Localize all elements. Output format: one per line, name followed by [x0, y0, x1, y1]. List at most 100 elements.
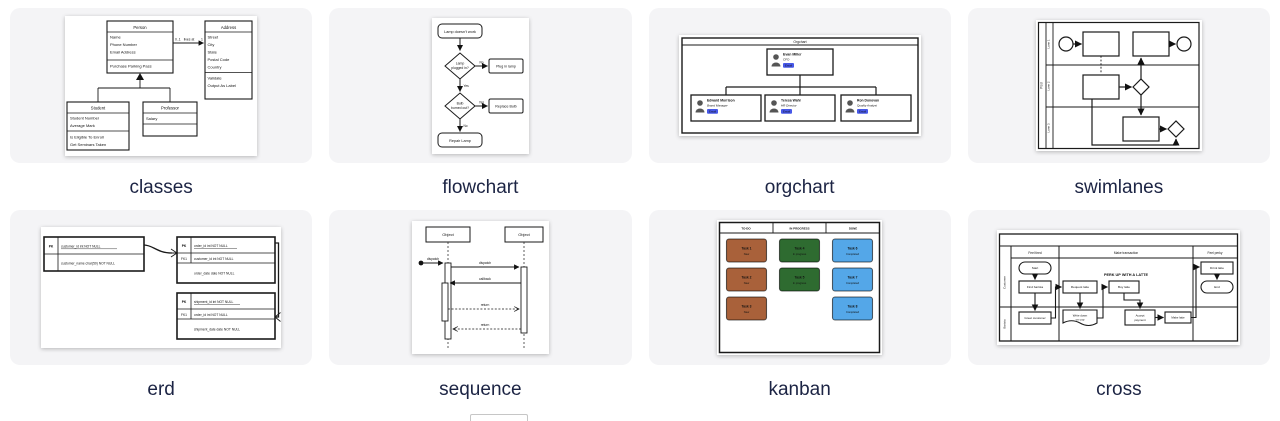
column-def: order_id int NOT NULL: [194, 313, 228, 317]
email-link[interactable]: [780, 109, 792, 114]
lane-label: Lane 2: [1046, 81, 1050, 91]
task-status: Completed: [846, 252, 860, 256]
org-connectors: [725, 75, 877, 95]
erd-thumbnail: PK customer_id int NOT NULL customer_nam…: [41, 227, 282, 348]
erd-connectors: [144, 242, 281, 322]
card-swimlanes[interactable]: Pool Lane 1 Lane 2 Lane 3: [967, 8, 1270, 200]
node-label: Greet customer: [1025, 316, 1046, 320]
kanban-card[interactable]: [832, 296, 874, 321]
action2-label: Replace Bulb: [495, 104, 516, 108]
address-title: Address: [221, 24, 236, 29]
kanban-card[interactable]: [832, 238, 874, 263]
kanban-thumbnail: TO-DO IN PROGRESS DONE Task 1 New Task: [717, 220, 883, 355]
end-event: [1176, 36, 1192, 52]
address-class-box: Address Street City State Postal Code Co…: [204, 19, 253, 100]
lifeline-head: [425, 226, 471, 243]
column-def: customer_id int NOT NULL: [61, 245, 101, 249]
email-link[interactable]: [706, 109, 718, 114]
node-label: payment: [1135, 318, 1146, 322]
node-label: Drink latte: [1210, 266, 1224, 270]
address-attr: City: [208, 42, 215, 47]
erd-table-shipment: PK shipment_id int NOT NULL FK1 order_id…: [176, 292, 276, 340]
kanban-card[interactable]: [779, 267, 821, 292]
card-label-kanban: kanban: [768, 379, 831, 400]
end-node: [1200, 280, 1234, 294]
student-attr: Average Mark: [70, 123, 95, 128]
gateway-node: [1132, 78, 1150, 96]
gateway-node: [1167, 120, 1185, 138]
person-title: Person: [133, 24, 147, 29]
end-node: [437, 132, 483, 147]
decision2-label: burned out?: [451, 106, 469, 110]
person-class-box: Person Name Phone Number Email Address P…: [106, 19, 174, 74]
decision1-label: Lamp: [456, 61, 465, 65]
diagram-gallery: 0..1 lives at 1 Person Name Phone Number…: [10, 8, 1270, 402]
address-method: Output As Label: [208, 83, 237, 88]
lane-label: Barista: [1003, 319, 1007, 329]
card-label-flowchart: flowchart: [442, 177, 519, 198]
card-flowchart[interactable]: Lamp doesn't work Lamp plugged in? No Pl…: [329, 8, 632, 200]
avatar-icon: [769, 108, 779, 113]
node-label: Buy latte: [1118, 285, 1130, 289]
email-link[interactable]: [782, 63, 794, 68]
classes-thumbnail: 0..1 lives at 1 Person Name Phone Number…: [65, 15, 258, 156]
email-link[interactable]: [856, 109, 868, 114]
kanban-card[interactable]: [832, 267, 874, 292]
column-def: order_date date NOT NULL: [194, 272, 235, 276]
email-link-label[interactable]: Email: [709, 110, 716, 114]
card-cross[interactable]: Feel tired Make transaction Feel perky C…: [967, 210, 1270, 402]
lifeline-head: [504, 226, 544, 243]
kanban-card[interactable]: [726, 238, 768, 263]
email-link-label[interactable]: Email: [783, 110, 790, 114]
action2-node: [488, 98, 524, 113]
start-event: [1058, 36, 1074, 52]
task-status: Completed: [846, 281, 860, 285]
email-link-label[interactable]: Email: [859, 110, 866, 114]
card-orgchart[interactable]: Orgchart Evan Miller CFO Email Edward Mo…: [648, 8, 951, 200]
person-role: Brand Manager: [707, 104, 729, 108]
task-title: Task 8: [848, 305, 858, 309]
no-branch-label: No: [463, 124, 467, 128]
avatar-icon: [846, 100, 853, 106]
student-method: Get Seminars Taken: [70, 142, 106, 147]
person-role: Quality Analyst: [857, 104, 877, 108]
task-status: Completed: [846, 310, 860, 314]
avatar-icon: [696, 100, 703, 106]
kanban-card[interactable]: [726, 296, 768, 321]
professor-attr: Salary: [146, 115, 157, 120]
message-label: callback: [479, 277, 491, 281]
flowchart-thumbnail: Lamp doesn't work Lamp plugged in? No Pl…: [431, 17, 529, 154]
card-kanban[interactable]: TO-DO IN PROGRESS DONE Task 1 New Task: [648, 210, 951, 402]
card-classes[interactable]: 0..1 lives at 1 Person Name Phone Number…: [10, 8, 313, 200]
node-label: on cup: [1076, 317, 1085, 321]
kanban-card[interactable]: [779, 238, 821, 263]
edge-label: lives at: [184, 37, 195, 41]
edge-mult-left: 0..1: [175, 37, 181, 41]
person-role: CFO: [783, 58, 790, 62]
orgchart-title: Orgchart: [793, 40, 806, 44]
no-branch-label: No: [479, 60, 483, 64]
card-sequence[interactable]: Object Object dispatch dispatch callback…: [329, 210, 632, 402]
card-erd[interactable]: PK customer_id int NOT NULL customer_nam…: [10, 210, 313, 402]
swimlanes-thumbnail: Pool Lane 1 Lane 2 Lane 3: [1035, 20, 1202, 151]
card-label-classes: classes: [129, 177, 193, 198]
decision1-label: plugged in?: [451, 66, 469, 70]
kanban-card[interactable]: [726, 267, 768, 292]
key-label: FK1: [181, 313, 187, 317]
erd-table-order: PK order_id int NOT NULL FK1 customer_id…: [176, 236, 276, 284]
column-def: shipment_id int NOT NULL: [194, 300, 234, 304]
org-node-child: Edward Morrison Brand Manager Email: [689, 94, 762, 122]
node-label: Write down: [1073, 313, 1088, 317]
key-label: PK: [182, 244, 187, 248]
pool-label: Pool: [1039, 82, 1043, 89]
person-name: Evan Miller: [783, 53, 802, 57]
lifeline: [447, 242, 525, 350]
start-label: Lamp doesn't work: [444, 29, 476, 33]
tile-sequence: Object Object dispatch dispatch callback…: [329, 210, 632, 365]
sequence-thumbnail: Object Object dispatch dispatch callback…: [411, 221, 549, 354]
email-link-label[interactable]: Email: [785, 64, 792, 68]
professor-title: Professor: [161, 105, 180, 110]
diagram-banner: PERK UP WITH A LATTE: [1104, 273, 1149, 277]
tile-kanban: TO-DO IN PROGRESS DONE Task 1 New Task: [648, 210, 951, 365]
card-label-erd: erd: [147, 379, 175, 400]
